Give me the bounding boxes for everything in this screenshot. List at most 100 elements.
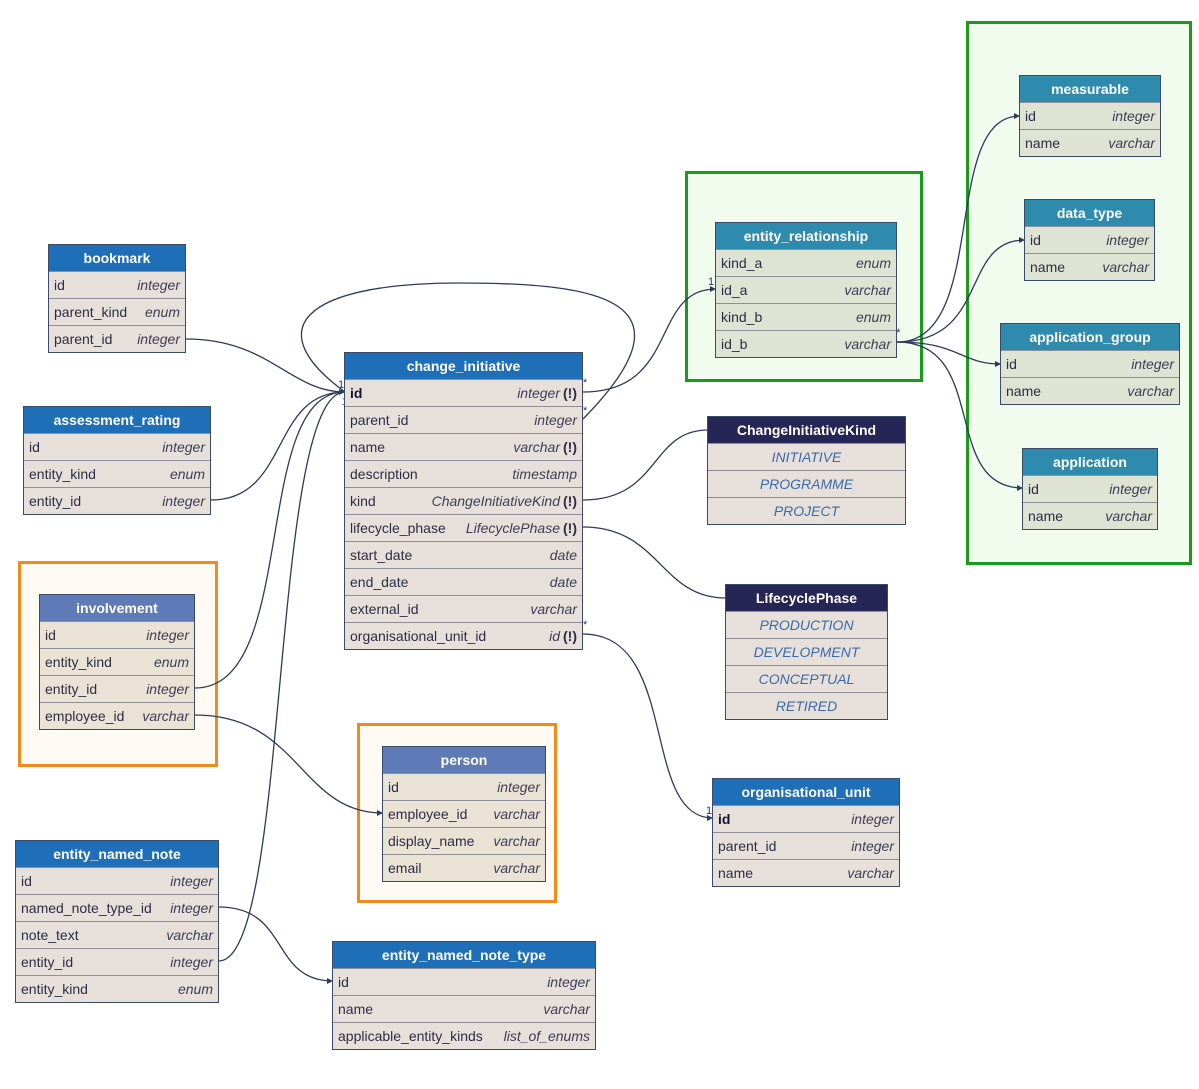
column-name: entity_id — [45, 681, 98, 697]
column-name: id — [1030, 232, 1041, 248]
column-type: integer — [137, 331, 180, 347]
column-name: entity_kind — [21, 981, 88, 997]
enum-value[interactable]: PRODUCTION — [726, 611, 887, 638]
column-type: enum — [855, 255, 891, 271]
table-header: entity_named_note_type — [333, 942, 595, 968]
column-name: id — [21, 873, 32, 889]
table-row[interactable]: entity_id integer — [40, 675, 194, 702]
table-row[interactable]: id integer — [40, 621, 194, 648]
table-header: ChangeInitiativeKind — [708, 417, 905, 443]
column-type: ChangeInitiativeKind — [431, 493, 560, 509]
column-name: employee_id — [388, 806, 468, 822]
table-header: bookmark — [49, 245, 185, 271]
column-type: list_of_enums — [503, 1028, 590, 1044]
enum-value[interactable]: PROJECT — [708, 497, 905, 524]
table-header: entity_named_note — [16, 841, 218, 867]
enum-value-label: INITIATIVE — [771, 449, 842, 465]
column-type: integer — [162, 439, 205, 455]
enum-value[interactable]: RETIRED — [726, 692, 887, 719]
column-type: integer — [851, 838, 894, 854]
column-name: kind_b — [721, 309, 763, 325]
enum-value[interactable]: PROGRAMME — [708, 470, 905, 497]
column-type: integer — [146, 681, 189, 697]
column-type: integer — [851, 811, 894, 827]
table-header: person — [383, 747, 545, 773]
enum-lifecycle-phase[interactable]: LifecyclePhase PRODUCTION DEVELOPMENT CO… — [725, 584, 888, 720]
column-name: id — [45, 627, 56, 643]
column-type: integer — [137, 277, 180, 293]
enum-change-initiative-kind[interactable]: ChangeInitiativeKind INITIATIVE PROGRAMM… — [707, 416, 906, 525]
enum-value[interactable]: DEVELOPMENT — [726, 638, 887, 665]
table-row[interactable]: id_b varchar — [716, 330, 896, 357]
column-name: parent_id — [350, 412, 409, 428]
column-type: integer — [146, 627, 189, 643]
column-type: varchar — [847, 865, 894, 881]
edge-bookmark-change-initiative — [185, 338, 346, 393]
edge-entity-named-note-change-initiative — [218, 391, 346, 962]
column-type: varchar — [844, 336, 891, 352]
enum-value[interactable]: CONCEPTUAL — [726, 665, 887, 692]
enum-value[interactable]: INITIATIVE — [708, 443, 905, 470]
column-name: id_b — [721, 336, 748, 352]
column-type: varchar — [1105, 508, 1152, 524]
cardinality-many-label: * — [583, 405, 588, 417]
